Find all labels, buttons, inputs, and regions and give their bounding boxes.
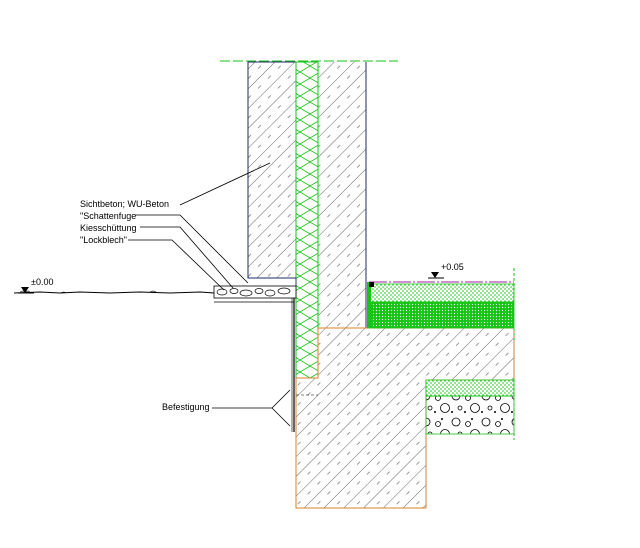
floor-buildup xyxy=(367,268,515,340)
leader-lines xyxy=(128,162,291,427)
label-befestigung: Befestigung xyxy=(162,402,210,412)
label-lockblech: "Lockblech" xyxy=(80,235,127,245)
label-schattenfuge: "Schattenfuge xyxy=(80,211,136,221)
footing xyxy=(295,327,515,509)
subfloor-buildup xyxy=(425,378,515,440)
upper-wall xyxy=(220,60,398,328)
level-ground-text: ±0.00 xyxy=(31,277,53,287)
level-marker-ground: ±0.00 xyxy=(18,277,53,294)
label-kiesschuettung: Kiesschüttung xyxy=(80,223,137,233)
level-marker-floor: +0.05 xyxy=(428,262,464,279)
label-sichtbeton: Sichtbeton; WU-Beton xyxy=(80,199,169,209)
insulation-layer xyxy=(295,61,319,379)
level-floor-text: +0.05 xyxy=(441,262,464,272)
lockblech-strip xyxy=(291,298,318,432)
ground xyxy=(13,277,297,303)
